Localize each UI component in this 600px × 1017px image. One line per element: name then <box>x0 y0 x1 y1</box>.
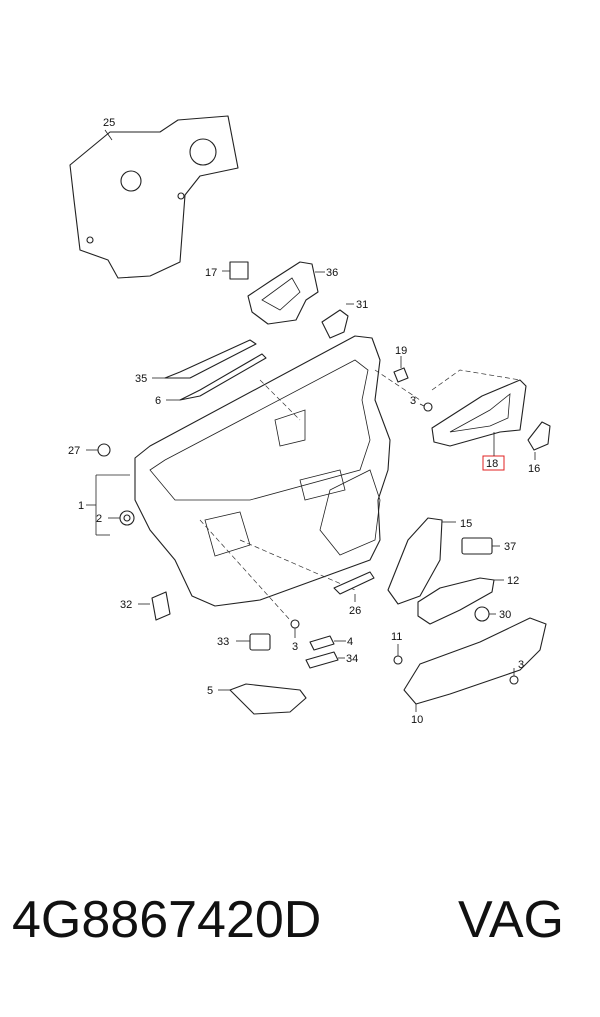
grille-part <box>527 421 551 460</box>
group-bracket <box>86 474 130 536</box>
callout-34: 34 <box>346 653 358 665</box>
callout-4: 4 <box>347 636 353 648</box>
screw-part <box>419 402 433 412</box>
grab-handle-part <box>431 369 527 471</box>
speaker-cover-part <box>387 517 456 605</box>
callout-31: 31 <box>356 299 368 311</box>
callout-5: 5 <box>207 685 213 697</box>
callout-17: 17 <box>205 267 217 279</box>
brand-label: VAG <box>458 891 564 949</box>
callout-3a: 3 <box>410 395 416 407</box>
button-part <box>461 537 500 555</box>
pad-part <box>222 261 249 280</box>
callout-1: 1 <box>78 500 84 512</box>
callout-19: 19 <box>395 345 407 357</box>
small-handle-part <box>321 303 354 339</box>
callout-10: 10 <box>411 714 423 726</box>
clip-part <box>393 356 409 383</box>
switch-base-part <box>236 633 271 651</box>
vent-part <box>138 591 171 621</box>
clip-pair-part <box>305 635 346 669</box>
callout-16: 16 <box>528 463 540 475</box>
callout-18: 18 <box>486 458 498 470</box>
callout-32: 32 <box>120 599 132 611</box>
armrest-part <box>403 617 547 712</box>
rivet-part <box>108 510 135 526</box>
reflector-part <box>333 571 375 602</box>
handle-bracket-part <box>247 261 325 325</box>
screw-part-c <box>393 644 403 665</box>
callout-3b: 3 <box>292 641 298 653</box>
connector-part <box>474 606 496 622</box>
part-number: 4G8867420D <box>12 891 322 949</box>
insulation-panel-part <box>69 115 239 279</box>
callout-27: 27 <box>68 445 80 457</box>
screw-part-d <box>509 668 519 685</box>
door-trim-panel-part <box>134 335 421 621</box>
callout-33: 33 <box>217 636 229 648</box>
highlight-box <box>482 455 505 471</box>
callout-3c: 3 <box>518 659 524 671</box>
exploded-parts-diagram: 25 17 36 31 35 6 19 3 18 16 27 1 2 15 37… <box>68 115 551 726</box>
callout-12: 12 <box>507 575 519 587</box>
callout-6: 6 <box>155 395 161 407</box>
screw-part-b <box>290 619 300 638</box>
callout-2: 2 <box>96 513 102 525</box>
trim-strips-part <box>152 339 267 401</box>
callout-35: 35 <box>135 373 147 385</box>
callout-36: 36 <box>326 267 338 279</box>
padding-part <box>218 683 307 715</box>
footer: 4G8867420D VAG <box>0 890 600 990</box>
callout-11: 11 <box>391 631 402 643</box>
switch-unit-part <box>417 577 504 625</box>
callout-15: 15 <box>460 518 472 530</box>
callout-25: 25 <box>103 117 115 129</box>
washer-part <box>86 443 111 457</box>
callout-26: 26 <box>349 605 361 617</box>
callout-37: 37 <box>504 541 516 553</box>
callout-30: 30 <box>499 609 511 621</box>
